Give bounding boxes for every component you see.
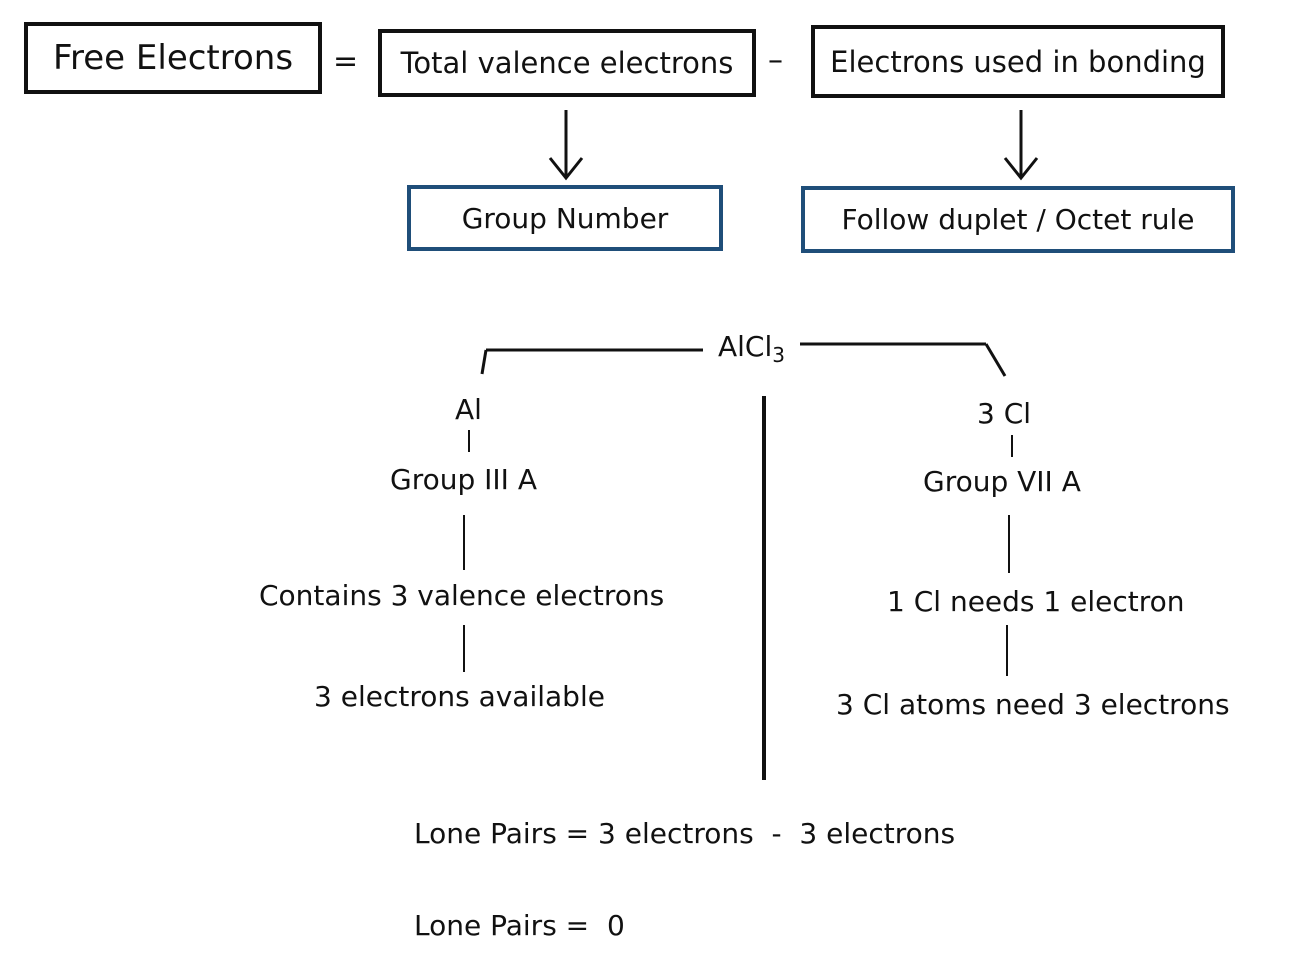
- left-valence: Contains 3 valence electrons: [259, 579, 665, 612]
- lone-pairs-equation: Lone Pairs = 3 electrons - 3 electrons: [414, 817, 956, 850]
- right-need-one: 1 Cl needs 1 electron: [887, 585, 1185, 618]
- free-electrons-box: Free Electrons: [24, 22, 322, 94]
- octet-rule-label: Follow duplet / Octet rule: [841, 203, 1195, 236]
- group-number-box: Group Number: [407, 185, 723, 251]
- used-in-bonding-label: Electrons used in bonding: [830, 44, 1206, 79]
- tree-left-tick: [480, 349, 488, 375]
- tree-right-tick: [984, 343, 1007, 377]
- left-available: 3 electrons available: [314, 680, 605, 713]
- right-group: Group VII A: [923, 465, 1081, 498]
- lone-pairs-result: Lone Pairs = 0: [414, 909, 625, 942]
- equals-sign: =: [333, 44, 359, 79]
- group-number-label: Group Number: [461, 201, 669, 235]
- used-in-bonding-box: Electrons used in bonding: [811, 25, 1225, 98]
- minus-sign: –: [768, 43, 783, 78]
- arrow-head-left: [548, 157, 584, 181]
- left-element: Al: [455, 393, 482, 426]
- right-element: 3 Cl: [977, 397, 1032, 430]
- total-valence-box: Total valence electrons: [378, 29, 756, 97]
- octet-rule-box: Follow duplet / Octet rule: [801, 186, 1235, 253]
- compound-base: AlCl: [718, 330, 773, 363]
- right-need-three: 3 Cl atoms need 3 electrons: [836, 688, 1230, 721]
- compound-subscript: 3: [772, 343, 785, 367]
- arrow-head-right: [1003, 157, 1039, 181]
- compound-formula: AlCl3: [718, 330, 785, 367]
- left-group: Group III A: [390, 463, 537, 496]
- total-valence-label: Total valence electrons: [400, 46, 734, 80]
- free-electrons-label: Free Electrons: [52, 38, 294, 78]
